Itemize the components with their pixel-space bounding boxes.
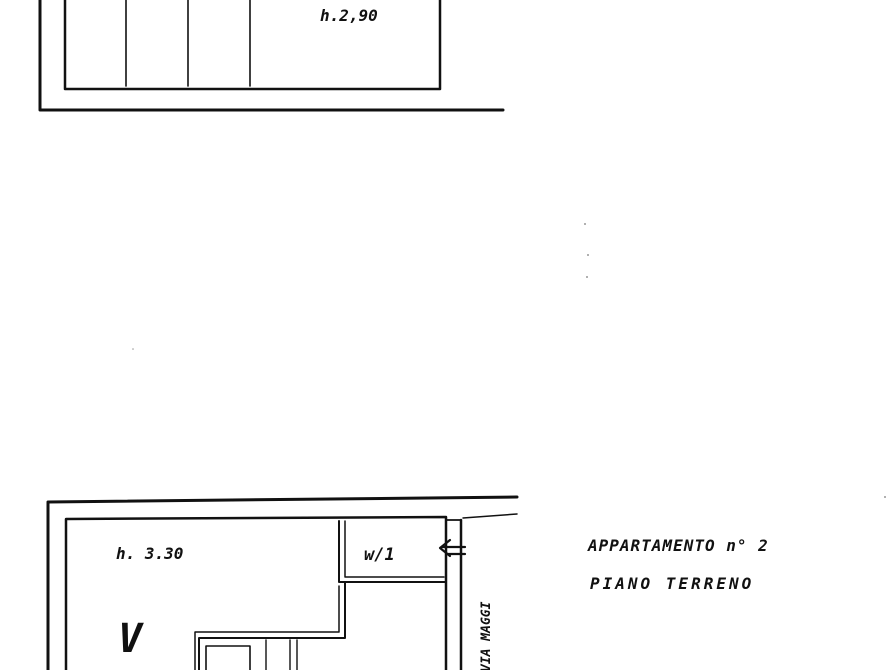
lower-height-label: h. 3.30 bbox=[116, 544, 183, 563]
apartment-title: APPARTAMENTO n° 2 bbox=[587, 536, 769, 555]
entry-arrow-icon bbox=[438, 538, 467, 558]
fixture-box bbox=[205, 645, 251, 670]
upper-height-label: h.2,90 bbox=[320, 6, 378, 25]
upper-outer-wall bbox=[38, 0, 505, 112]
wc-label: w/1 bbox=[364, 545, 395, 565]
floor-title: PIANO TERRENO bbox=[590, 574, 754, 593]
lower-outer-wall bbox=[46, 495, 519, 670]
check-mark: V bbox=[118, 616, 144, 662]
wc-partition bbox=[338, 520, 447, 583]
street-side-wall bbox=[462, 513, 518, 519]
scan-specks bbox=[132, 223, 886, 498]
corridor-wall bbox=[198, 581, 346, 670]
corridor-wall-inner bbox=[194, 585, 340, 670]
lower-inner-wall bbox=[64, 515, 448, 670]
street-label: VIA MAGGI bbox=[479, 601, 494, 670]
upper-inner-wall bbox=[63, 0, 442, 91]
wc-partition-inner bbox=[344, 520, 445, 578]
title-block: APPARTAMENTO n° 2 PIANO TERRENO bbox=[587, 536, 769, 593]
ground-floor-plan: h. 3.30 w/1 V VIA MAGGI bbox=[46, 495, 519, 670]
upper-floor-plan: h.2,90 bbox=[38, 0, 505, 112]
